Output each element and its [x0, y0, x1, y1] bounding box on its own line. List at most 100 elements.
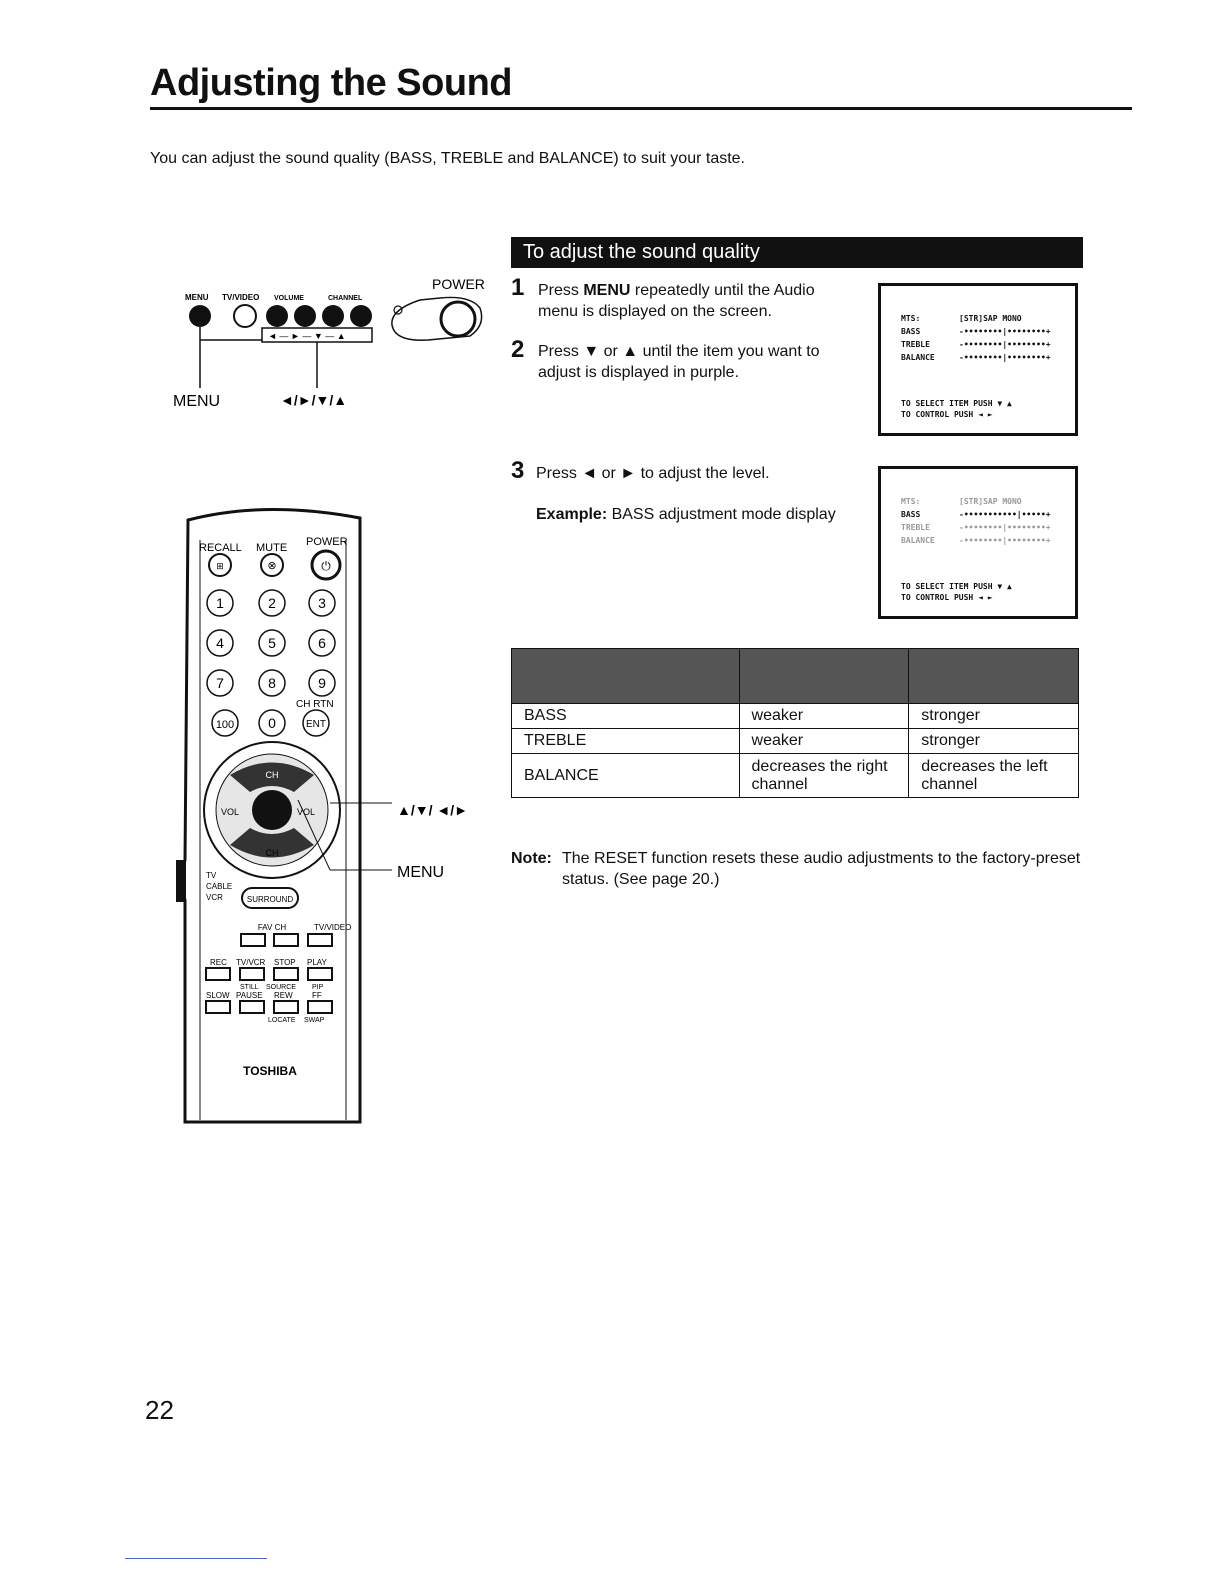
osd1-row-bass: BASS-••••••••|••••••••+: [901, 327, 1051, 336]
footer-rule: [125, 1558, 267, 1559]
svg-text:⏻: ⏻: [321, 559, 331, 573]
svg-text:SLOW: SLOW: [206, 991, 230, 1000]
panel-arrow-symbols: ◄ — ► — ▼ — ▲: [268, 331, 346, 341]
surround-button: [241, 887, 299, 909]
table-cell: decreases the right channel: [738, 753, 910, 798]
switch-cable-label: CABLE: [206, 882, 232, 891]
osd1-footer-select: TO SELECT ITEM PUSH ▼ ▲: [901, 399, 1012, 408]
table-header-row: [511, 648, 1079, 704]
switch-tv-label: TV: [206, 871, 217, 880]
vol-left-label: VOL: [221, 807, 239, 817]
osd2-row-balance: BALANCE-••••••••|••••••••+: [901, 536, 1051, 545]
osd1-footer-control: TO CONTROL PUSH ◄ ►: [901, 410, 993, 419]
svg-text:TV/VCR: TV/VCR: [236, 958, 266, 967]
locate-row-labels: LOCATE SWAP: [268, 1017, 325, 1024]
recall-button: [208, 553, 232, 577]
step-1-text: Press MENU repeatedly until the Audio me…: [538, 282, 815, 320]
mute-label: MUTE: [256, 542, 287, 554]
remote-callout-arrows: ▲/▼/ ◄/►: [397, 802, 468, 818]
svg-text:STILL: STILL: [240, 984, 259, 991]
switch-vcr-label: VCR: [206, 893, 223, 902]
svg-text:PAUSE: PAUSE: [236, 991, 263, 1000]
step-3-number: 3: [511, 457, 525, 484]
vcr-row-labels: REC TV/VCR STOP PLAY: [210, 958, 328, 967]
table-cell: weaker: [738, 728, 910, 754]
step-1-number: 1: [511, 274, 525, 301]
svg-text:⊗: ⊗: [267, 560, 276, 572]
still-row-labels: STILL SOURCE PIP: [240, 984, 324, 991]
surround-label: SURROUND: [247, 895, 293, 904]
panel-label-tvvideo: TV/VIDEO: [222, 293, 259, 302]
svg-text:0: 0: [268, 715, 276, 731]
remote-control-diagram: RECALL MUTE POWER ⊞ ⊗ ⏻ 1 2 3 4 5 6 7 8 …: [176, 508, 468, 1124]
table-cell: TREBLE: [511, 728, 740, 754]
table-cell: decreases the left channel: [908, 753, 1079, 798]
power-button: [310, 549, 342, 581]
osd1-row-balance: BALANCE-••••••••|••••••••+: [901, 353, 1051, 362]
svg-text:⊞: ⊞: [216, 561, 224, 571]
ch-up-key: [230, 762, 314, 792]
table-cell: weaker: [738, 703, 910, 729]
menu-button-dot: [189, 305, 211, 327]
dpad-center: [252, 790, 292, 830]
osd1-row-mts: MTS:[STR]SAP MONO: [901, 314, 1022, 323]
ch-down-key: [230, 828, 314, 858]
callout-arrows-label: ◄/►/▼/▲: [280, 392, 347, 408]
step-2-text: Press ▼ or ▲ until the item you want to …: [538, 343, 820, 381]
panel-label-volume: VOLUME: [274, 295, 304, 302]
power-button-icon: [439, 300, 477, 338]
svg-text:4: 4: [216, 635, 224, 651]
section-heading: To adjust the sound quality: [511, 237, 1083, 268]
osd2-row-bass: BASS-•••••••••••|•••••+: [901, 510, 1051, 519]
note-label: Note:: [511, 850, 552, 867]
svg-text:SOURCE: SOURCE: [266, 984, 296, 991]
table-header-cell: [738, 648, 910, 704]
osd2-footer-select: TO SELECT ITEM PUSH ▼ ▲: [901, 582, 1012, 591]
osd1-row-treble: TREBLE-••••••••|••••••••+: [901, 340, 1051, 349]
digit-keys: 1 2 3 4 5 6 7 8 9 100 0 ENT: [206, 589, 336, 737]
table-row: BALANCE decreases the right channel decr…: [511, 753, 1079, 798]
tvvideo-remote-label: TV/VIDEO: [314, 923, 351, 932]
step-2-number: 2: [511, 336, 525, 363]
svg-text:STOP: STOP: [274, 958, 296, 967]
step-3-text: Press ◄ or ► to adjust the level.: [536, 465, 770, 482]
page-title: Adjusting the Sound: [150, 62, 513, 104]
volume-up-dot: [294, 305, 316, 327]
table-row: TREBLE weaker stronger: [511, 728, 1079, 754]
mute-button: [260, 553, 284, 577]
fav-row-keys: [240, 933, 333, 947]
ch-up-label: CH: [266, 770, 279, 780]
bass-adjust-screen: MTS:[STR]SAP MONO BASS-•••••••••••|•••••…: [878, 466, 1078, 619]
adjustment-table: BASS weaker stronger TREBLE weaker stron…: [511, 648, 1079, 798]
example-caption: Example: BASS adjustment mode display: [536, 506, 836, 523]
tvvideo-button-dot: [233, 304, 257, 328]
intro-text: You can adjust the sound quality (BASS, …: [150, 150, 745, 167]
osd2-row-mts: MTS:[STR]SAP MONO: [901, 497, 1022, 506]
dpad-ring: [203, 741, 341, 879]
mode-switch: [176, 860, 186, 902]
svg-text:PLAY: PLAY: [307, 958, 328, 967]
svg-text:7: 7: [216, 675, 224, 691]
title-rule: [150, 107, 1132, 110]
svg-text:1: 1: [216, 595, 224, 611]
svg-text:9: 9: [318, 675, 326, 691]
svg-text:6: 6: [318, 635, 326, 651]
svg-text:LOCATE: LOCATE: [268, 1017, 296, 1024]
channel-up-dot: [350, 305, 372, 327]
table-row: BASS weaker stronger: [511, 703, 1079, 729]
channel-down-dot: [322, 305, 344, 327]
svg-text:FF: FF: [312, 991, 322, 1000]
ch-down-label: CH: [266, 848, 279, 858]
svg-text:PIP: PIP: [312, 984, 324, 991]
table-cell: stronger: [908, 728, 1079, 754]
tv-panel-diagram: MENU TV/VIDEO VOLUME CHANNEL ◄ — ► — ▼ —…: [173, 276, 485, 410]
table-cell: BALANCE: [511, 753, 740, 798]
slow-row-keys: [205, 1000, 333, 1014]
svg-text:100: 100: [216, 719, 234, 731]
callout-menu-label: MENU: [173, 393, 220, 410]
slow-row-labels: SLOW PAUSE REW FF: [206, 991, 322, 1000]
vol-right-label: VOL: [297, 807, 315, 817]
vcr-row-keys: [205, 967, 333, 981]
audio-menu-screen: MTS:[STR]SAP MONO BASS-••••••••|••••••••…: [878, 283, 1078, 436]
ch-rtn-label: CH RTN: [296, 699, 334, 710]
